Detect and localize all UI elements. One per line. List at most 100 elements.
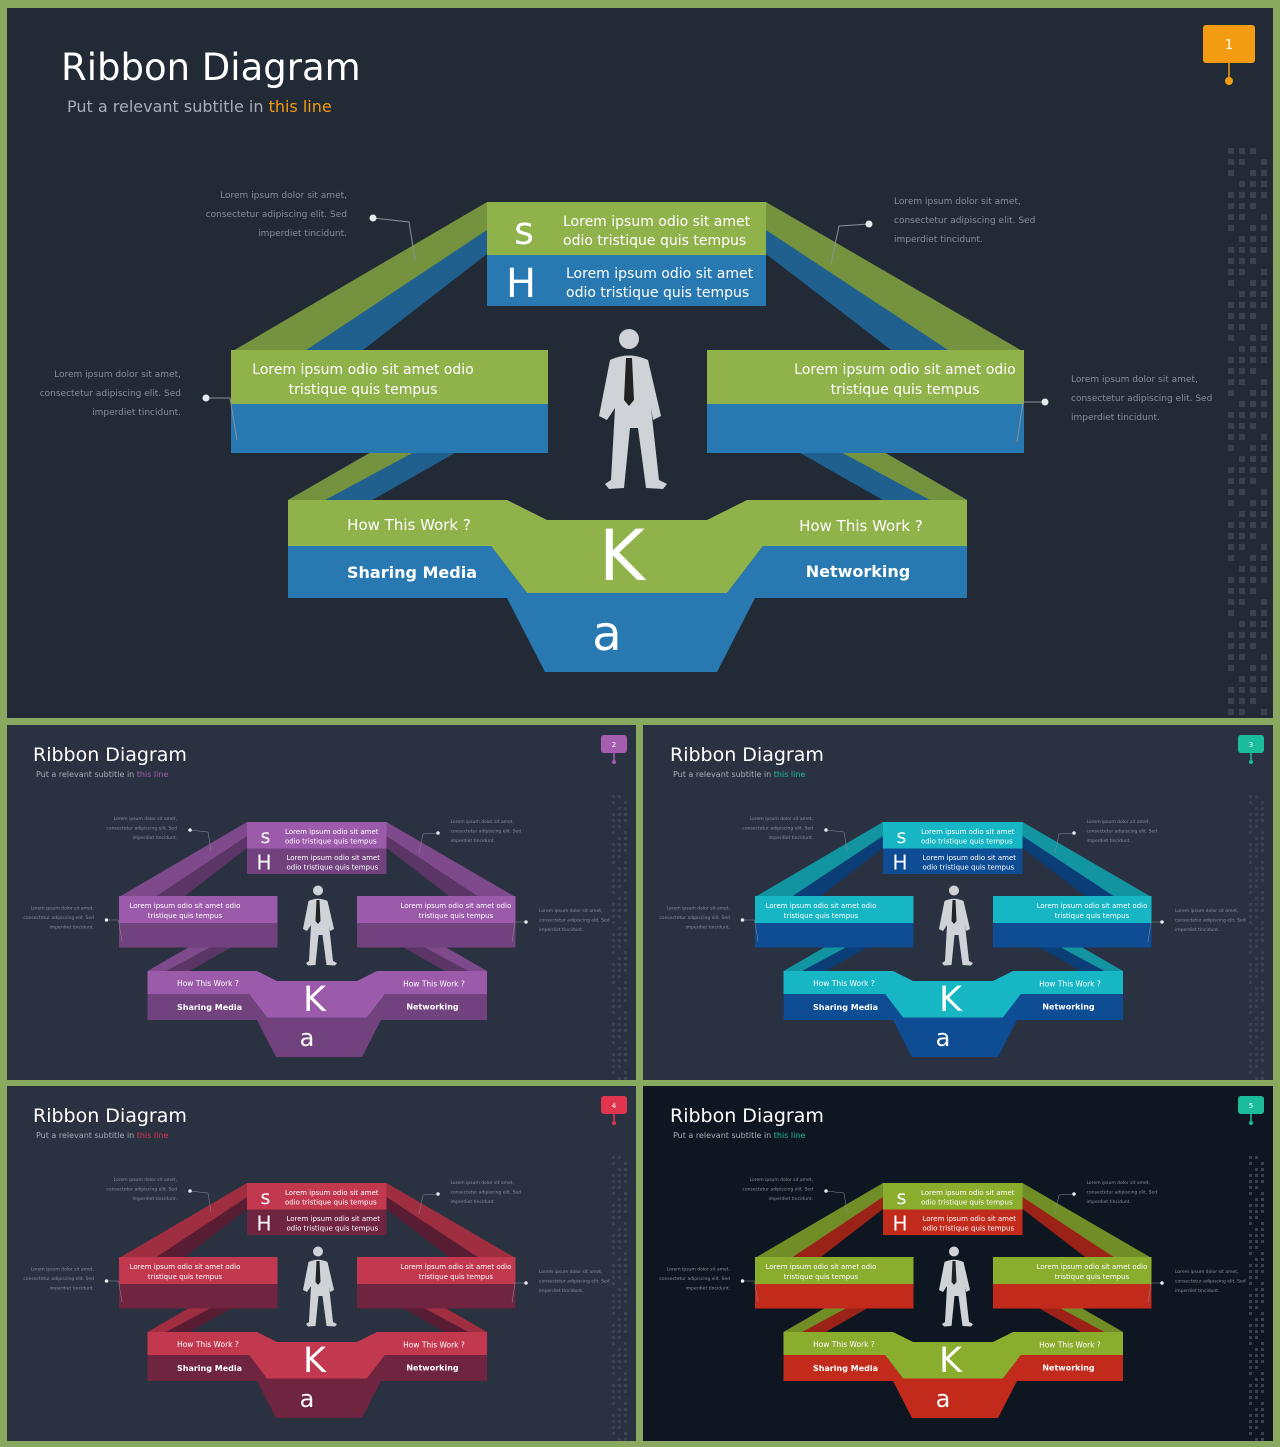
callout-dot [824,828,828,832]
dot [1261,1023,1264,1026]
dot [1261,1342,1264,1345]
callout-leader [825,1190,848,1213]
callout-dot [1160,1281,1164,1285]
dot [1250,665,1256,671]
dot [618,1168,621,1171]
dot [618,1420,621,1423]
dot [1255,1023,1258,1026]
dot [1261,456,1267,462]
dot [1255,1005,1258,1008]
dot [1249,951,1252,954]
dot [1255,1324,1258,1327]
dot [1261,1174,1264,1177]
dot [1239,236,1245,242]
dot [1239,632,1245,638]
dot [1249,1402,1252,1405]
dot [618,1288,621,1291]
dot [618,975,621,978]
callout: Lorem ipsum dolor sit amet,consectetur a… [659,1267,759,1303]
dot [1249,1023,1252,1026]
callout-text-line: imperdiet tincidunt. [686,925,730,931]
how-left-label: How This Work ? [177,1340,239,1349]
dot-pattern [1249,795,1264,1080]
band-top [883,1183,1023,1210]
dot [1228,258,1234,264]
dot [618,957,621,960]
subtitle-highlight: this line [136,770,169,779]
dot [1255,1318,1258,1321]
band-left-bottom [231,404,548,453]
badge-dot [1225,77,1233,85]
dot [1261,434,1267,440]
callout-text-line: imperdiet tincidunt. [133,835,177,841]
dot [1249,1252,1252,1255]
callout-leader [742,1280,759,1303]
dot [1239,214,1245,220]
dot [1255,975,1258,978]
dot [624,1300,627,1303]
dot [1228,324,1234,330]
dot [1255,1438,1258,1441]
dot [1261,927,1264,930]
dot [1261,951,1264,954]
dot [1261,1077,1264,1080]
dot [618,1156,621,1159]
band-right-text-line1: Lorem ipsum odio sit amet odio [1037,1263,1148,1271]
callout-text-line: Lorem ipsum dolor sit amet, [894,197,1021,207]
dot [618,819,621,822]
dot-pattern [612,1156,627,1441]
letter-k: K [599,515,647,597]
callout-text-line: imperdiet tincidunt. [50,1286,94,1292]
callout: Lorem ipsum dolor sit amet,consectetur a… [1147,1269,1246,1304]
band-mid-text-line1: Lorem ipsum odio sit amet [566,266,754,282]
dot [1228,588,1234,594]
dot [1261,993,1264,996]
dot [1239,368,1245,374]
letter-h: H [892,1212,907,1236]
dot [612,1174,615,1177]
dot [612,993,615,996]
dot [612,1186,615,1189]
dot [1228,555,1234,561]
dot [618,945,621,948]
person-head [313,885,323,896]
dot [618,1240,621,1243]
callout-text-line: consectetur adipiscing elit. Sed [451,829,522,835]
dot [1255,1198,1258,1201]
dot [1250,313,1256,319]
dot [1261,676,1267,682]
sharing-media-label: Sharing Media [347,563,477,582]
dot [1239,621,1245,627]
dot [1255,1288,1258,1291]
page-subtitle: Put a relevant subtitle in this line [673,1131,805,1140]
dot [1249,849,1252,852]
band-mid-text-line1: Lorem ipsum odio sit amet [923,854,1017,862]
band-left-bottom [119,1284,278,1309]
callout-dot [1041,398,1049,406]
band-top [883,822,1023,849]
dot [1261,903,1264,906]
dot [1250,478,1256,484]
dot [612,1276,615,1279]
dot [1228,313,1234,319]
band-bottom [783,971,1123,1018]
networking-label: Networking [1042,1003,1095,1012]
callout-text-line: imperdiet tincidunt. [1071,413,1160,423]
dot [1261,489,1267,495]
dot [618,993,621,996]
dot [618,807,621,810]
dot [618,1414,621,1417]
dot [1261,1378,1264,1381]
dot [618,1300,621,1303]
band-left-text-line1: Lorem ipsum odio sit amet odio [766,1263,877,1271]
dot [1255,1414,1258,1417]
band-top-text-line1: Lorem ipsum odio sit amet [921,1189,1015,1197]
callout-text-line: consectetur adipiscing elit. Sed [1071,394,1212,404]
dot [1261,269,1267,275]
callout-dot [202,394,210,402]
dot [624,1059,627,1062]
dot [1255,1360,1258,1363]
dot [612,819,615,822]
callout-dot [104,918,109,922]
